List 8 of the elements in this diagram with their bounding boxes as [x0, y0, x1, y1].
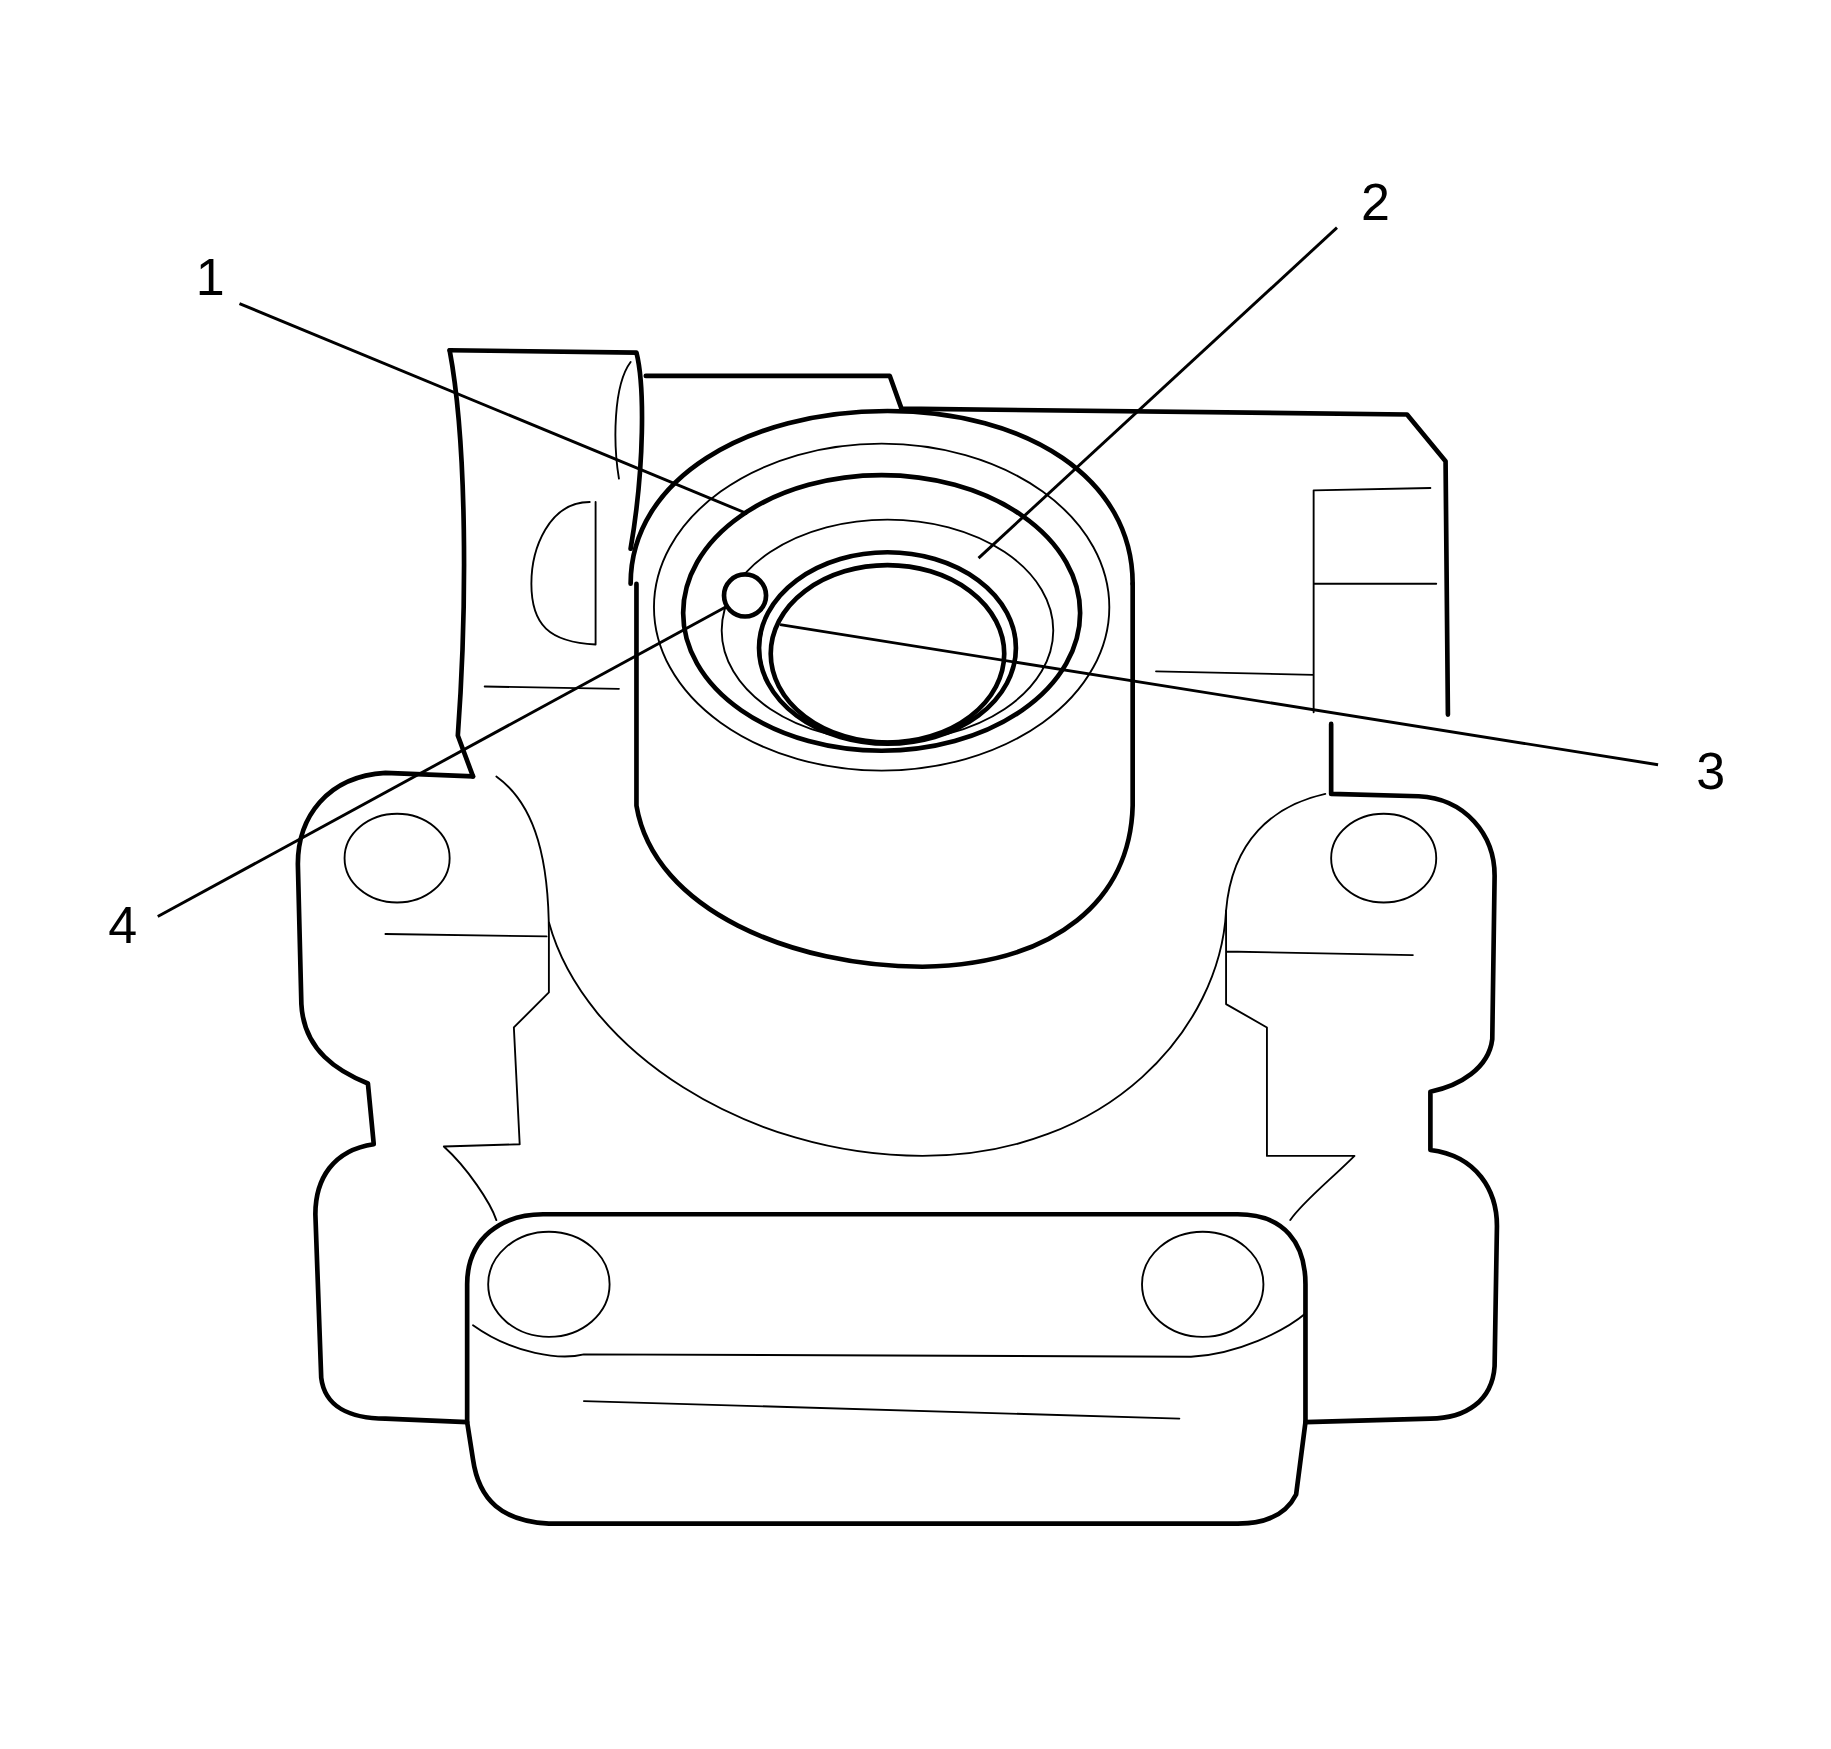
callout-number: 4: [108, 898, 138, 951]
leader-line: [238, 302, 748, 516]
callout-number: 3: [1696, 744, 1726, 797]
ball: [721, 572, 769, 619]
callout-number: 2: [1361, 176, 1391, 228]
leader-line: [977, 226, 1338, 560]
callout-number: 1: [195, 250, 225, 303]
leader-line: [779, 623, 1659, 767]
